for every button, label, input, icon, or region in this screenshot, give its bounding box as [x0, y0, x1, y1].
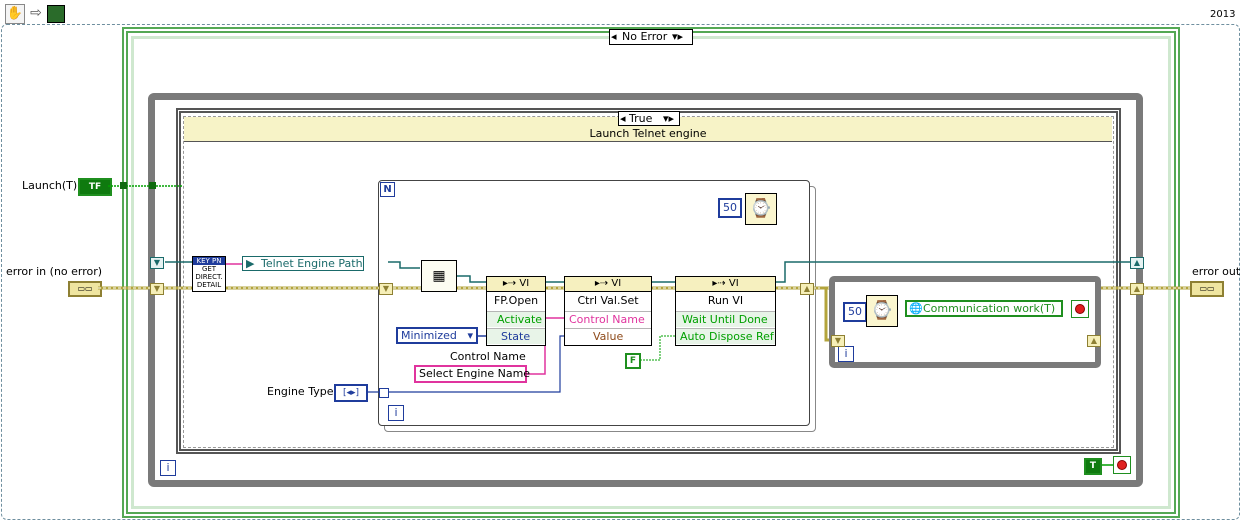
diagram-border: [1, 24, 1240, 520]
shift-register-left-top[interactable]: ▼: [150, 257, 164, 269]
run-vi-auto-dispose[interactable]: Auto Dispose Ref: [676, 328, 775, 344]
for-loop-count[interactable]: N: [380, 182, 395, 197]
toolbar: ✋ ⇨: [3, 2, 67, 24]
arrow-icon[interactable]: ⇨: [30, 5, 42, 21]
launch-control[interactable]: TF: [78, 178, 112, 196]
ctrl-val-set-title: Ctrl Val.Set: [577, 294, 639, 307]
case-label: No Error: [622, 30, 668, 43]
run-vi-title: Run VI: [707, 294, 744, 307]
error-out-indicator: ▭▭: [1190, 281, 1224, 297]
decrement-arrow[interactable]: ◂: [620, 112, 626, 125]
key-node-line: GET: [201, 265, 217, 273]
for-loop-shift-right[interactable]: ▲: [800, 283, 814, 295]
inner-while-tunnel-left: ▼: [831, 335, 845, 347]
case-label: True: [629, 112, 653, 125]
fp-open-state[interactable]: State: [487, 328, 545, 344]
key-node-line: DETAIL: [196, 281, 222, 289]
fp-open-head: ▸⇢ VI: [487, 277, 545, 292]
outer-while-index: i: [160, 460, 176, 476]
vi-icon[interactable]: [47, 5, 65, 23]
key-node-line: DIRECT.: [195, 273, 223, 281]
ctrl-val-set-control-name[interactable]: Control Name: [565, 311, 651, 327]
run-vi-head: ▸⇢ VI: [676, 277, 775, 292]
engine-type-tunnel: [379, 388, 389, 398]
fp-open-node[interactable]: ▸⇢ VI FP.Open Activate State: [486, 276, 546, 346]
fp-open-title: FP.Open: [493, 294, 539, 307]
inner-while-stop-terminal[interactable]: [1071, 300, 1089, 318]
decrement-arrow[interactable]: ◂: [611, 30, 617, 43]
communication-global-variable[interactable]: 🌐 Communication work(T): [905, 300, 1063, 317]
engine-type-label: Engine Type: [267, 385, 334, 398]
case-title: Launch Telnet engine: [589, 127, 707, 140]
inner-case-selector[interactable]: ◂ True ▾▸: [618, 111, 680, 126]
run-vi-wait-until-done[interactable]: Wait Until Done: [676, 311, 775, 327]
error-in-label: error in (no error): [6, 265, 103, 278]
inner-while-index: i: [838, 346, 854, 362]
version-tag: 2013: [1210, 9, 1236, 20]
state-enum-constant[interactable]: Minimized ▾: [396, 327, 478, 344]
ctrl-val-set-node[interactable]: ▸⇢ VI Ctrl Val.Set Control Name Value: [564, 276, 652, 346]
launch-label: Launch(T): [22, 179, 78, 192]
wait-ms-constant[interactable]: 50: [718, 198, 742, 218]
dropdown-arrow[interactable]: ▾▸: [663, 112, 675, 125]
inner-while-wait-icon: ⌚: [866, 295, 898, 327]
global-variable-name: Communication work(T): [923, 302, 1056, 315]
for-loop-shift-left[interactable]: ▼: [379, 283, 393, 295]
true-constant[interactable]: T: [1084, 458, 1102, 475]
outer-case-selector[interactable]: ◂ No Error ▾▸: [609, 29, 693, 45]
outer-while-stop-terminal[interactable]: [1113, 456, 1131, 474]
run-vi-node[interactable]: ▸⇢ VI Run VI Wait Until Done Auto Dispos…: [675, 276, 776, 346]
inner-while-tunnel-right: ▲: [1087, 335, 1101, 347]
path-arrow-icon: ▶: [246, 257, 255, 270]
dropdown-arrow[interactable]: ▾▸: [672, 30, 684, 43]
telnet-engine-path-indicator[interactable]: ▶ Telnet Engine Path: [242, 256, 364, 271]
engine-type-control[interactable]: [◂▸]: [334, 384, 368, 402]
key-node-head: KEY PN: [193, 257, 225, 265]
control-name-label: Control Name: [450, 350, 526, 363]
for-loop-index: i: [388, 405, 404, 421]
hand-icon[interactable]: ✋: [5, 4, 25, 24]
key-get-directory-node[interactable]: KEY PN GET DIRECT. DETAIL: [192, 256, 226, 292]
wait-ms-icon: ⌚: [745, 193, 777, 225]
false-constant[interactable]: F: [625, 353, 641, 369]
error-out-label: error out: [1192, 265, 1241, 278]
globe-icon: 🌐: [909, 302, 923, 315]
telnet-path-label: Telnet Engine Path: [261, 257, 363, 270]
ctrl-val-set-head: ▸⇢ VI: [565, 277, 651, 292]
control-name-constant[interactable]: Select Engine Name: [414, 365, 530, 383]
dropdown-arrow-icon: ▾: [467, 329, 473, 342]
shift-register-left-bottom[interactable]: ▼: [150, 283, 164, 295]
ctrl-val-set-value[interactable]: Value: [565, 328, 651, 344]
shift-register-right-top[interactable]: ▲: [1130, 257, 1144, 269]
fp-open-activate[interactable]: Activate: [487, 311, 545, 327]
shift-register-right-bottom[interactable]: ▲: [1130, 283, 1144, 295]
inner-while-wait-constant[interactable]: 50: [843, 302, 867, 322]
state-enum-value: Minimized: [401, 329, 457, 342]
build-path-node[interactable]: ▦: [421, 260, 457, 292]
